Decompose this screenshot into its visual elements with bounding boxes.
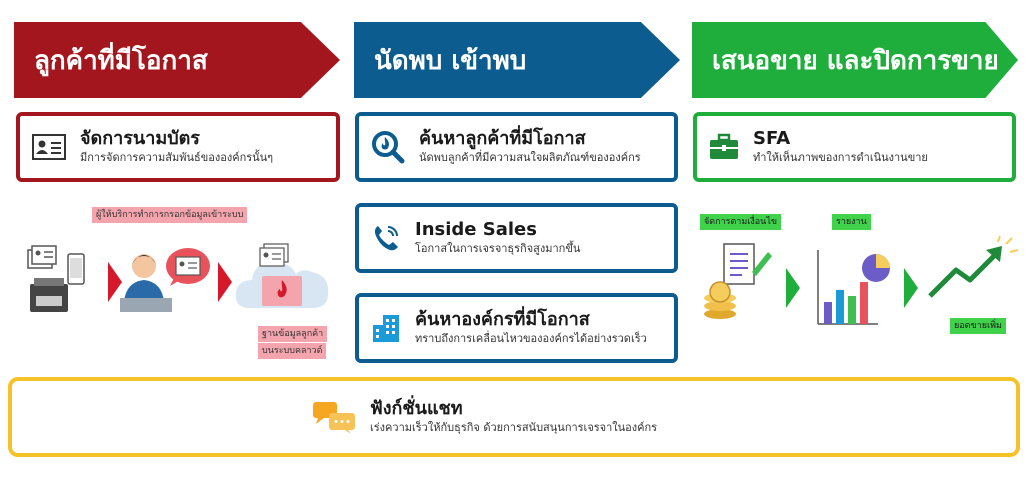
followup-tag: จัดการตามเงื่อนไข (700, 214, 781, 230)
chat-card: ฟังก์ชั่นแชท เร่งความเร็วให้กับธุรกิจ ด้… (8, 377, 1020, 457)
operator-illustration (120, 248, 210, 312)
arrow-2 (218, 262, 232, 302)
sales-up-arrow-illustration (928, 235, 1019, 298)
find-customer-title: ค้นหาลูกค้าที่มีโอกาส (419, 128, 586, 149)
chat-title: ฟังก์ชั่นแชท (370, 398, 463, 419)
namecard-title: จัดการนามบัตร (80, 128, 200, 149)
business-card-icon (32, 134, 66, 160)
input-devices-illustration (27, 245, 85, 312)
sfa-card: SFA ทำให้เห็นภาพของการดำเนินงานขาย (693, 112, 1016, 182)
namecard-card: จัดการนามบัตร มีการจัดการความสัมพันธ์ของ… (16, 112, 340, 182)
briefcase-icon (710, 133, 738, 159)
inside-sales-title: Inside Sales (415, 219, 537, 240)
report-tag: รายงาน (832, 214, 871, 230)
lead-column-banner: ลูกค้าที่มีโอกาส (14, 22, 340, 98)
chat-bubbles-icon (313, 402, 355, 434)
search-flame-icon (372, 131, 405, 164)
arrow-3 (786, 268, 800, 308)
inside-sales-card: Inside Sales โอกาสในการเจรจาธุรกิจสูงมาก… (355, 203, 678, 273)
chat-subtitle: เร่งความเร็วให้กับธุรกิจ ด้วยการสนับสนุน… (370, 421, 658, 434)
sfa-subtitle: ทำให้เห็นภาพของการดำเนินงานขาย (753, 151, 928, 164)
cloud-db-tag-2: บนระบบคลาวด์ (258, 343, 327, 359)
meet-column-title: นัดพบ เข้าพบ (374, 45, 527, 76)
inside-sales-subtitle: โอกาสในการเจรจาธุรกิจสูงมากขึ้น (415, 242, 581, 255)
find-org-subtitle: ทราบถึงการเคลื่อนไหวขององค์กรได้อย่างรวด… (415, 332, 647, 345)
cloud-db-tag-1: ฐานข้อมูลลูกค้า (258, 326, 328, 342)
close-column-banner: เสนอขาย และปิดการขาย (692, 22, 1018, 98)
arrow-1 (108, 262, 122, 302)
find-org-card: ค้นหาองค์กรที่มีโอกาส ทราบถึงการเคลื่อนไ… (355, 293, 678, 363)
building-icon (373, 315, 399, 342)
arrow-4 (904, 268, 918, 308)
find-customer-subtitle: นัดพบลูกค้าที่มีความสนใจผลิตภัณฑ์ขององค์… (419, 151, 641, 164)
phone-icon (374, 226, 398, 251)
namecard-subtitle: มีการจัดการความสัมพันธ์ขององค์กรนั้นๆ (80, 151, 274, 164)
data-entry-tag: ผู้ให้บริการทำการกรอกข้อมูลเข้าระบบ (92, 207, 248, 223)
document-coins-illustration (704, 243, 772, 319)
sfa-title: SFA (753, 128, 791, 149)
sales-up-tag: ยอดขายเพิ่ม (950, 318, 1006, 334)
close-column-title: เสนอขาย และปิดการขาย (712, 45, 999, 76)
meet-column-banner: นัดพบ เข้าพบ (354, 22, 680, 98)
lead-column-title: ลูกค้าที่มีโอกาส (34, 45, 208, 76)
report-chart-illustration (817, 250, 890, 325)
find-customer-card: ค้นหาลูกค้าที่มีโอกาส นัดพบลูกค้าที่มีคว… (355, 112, 678, 182)
find-org-title: ค้นหาองค์กรที่มีโอกาส (415, 309, 590, 330)
cloud-database-illustration (235, 243, 329, 308)
